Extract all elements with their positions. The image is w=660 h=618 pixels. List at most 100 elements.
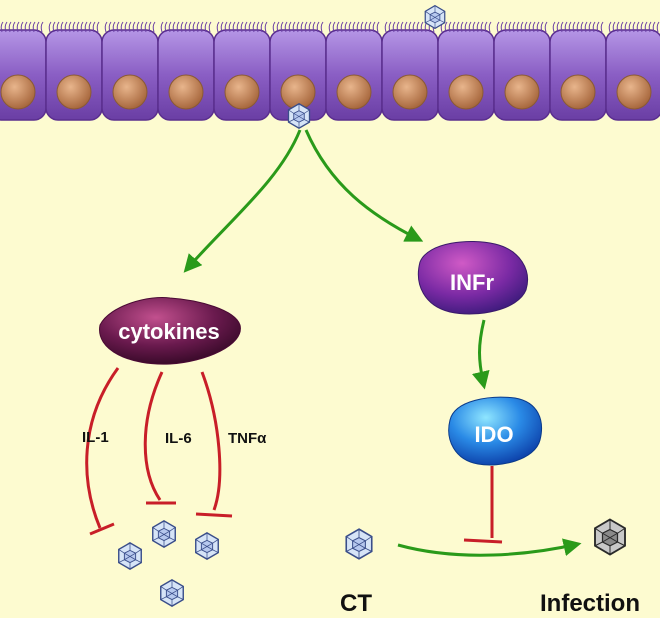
cilium [648,21,652,33]
arrow-ct-to-infection [397,538,582,557]
cilium [188,21,192,33]
cilium [552,21,556,33]
cilium [600,21,604,33]
cilium [408,21,412,33]
cilium [616,21,620,33]
virus-particle-icon [118,542,142,570]
il6-label: IL-6 [165,430,192,447]
cell-nucleus [168,74,204,110]
ct-label: CT [340,590,372,617]
cilium [460,21,464,33]
cilium [620,21,624,33]
cilium [216,21,220,33]
cilium [644,21,648,33]
cilium [400,21,404,33]
arrow-to-cytokines [183,129,302,273]
cilium [252,21,256,33]
cilium [448,21,452,33]
virus-particle-icon [424,5,446,29]
cilium [536,21,540,33]
cilium [124,21,128,33]
cilium [84,21,88,33]
cilium [92,21,96,33]
cilium [336,21,340,33]
cilium [352,21,356,33]
cilium [96,21,100,33]
cilium [72,21,76,33]
cilium [0,21,4,33]
cytokines-label: cytokines [118,319,220,344]
cilium [116,21,120,33]
cilium [500,21,504,33]
cilium [368,21,372,33]
cilium [120,21,124,33]
cilium [80,21,84,33]
cilium [148,21,152,33]
cilium [588,21,592,33]
cilium [624,21,628,33]
cell-nucleus [448,74,484,110]
cilium [108,21,112,33]
cilium [160,21,164,33]
cilium [16,21,20,33]
cilium [296,21,300,33]
cilium [204,21,208,33]
cilium [152,21,156,33]
cilium [520,21,524,33]
cilium [584,21,588,33]
cell-nucleus [56,74,92,110]
arrow-infr-to-ido [471,319,490,390]
cilium [384,21,388,33]
cilium [392,21,396,33]
cilium [104,21,108,33]
cilium [144,21,148,33]
cilium [256,21,260,33]
cilium [88,21,92,33]
cilium [564,21,568,33]
cilium [388,21,392,33]
cilium [340,21,344,33]
cilium [176,21,180,33]
inhibition-il6-line [143,371,164,501]
cilium [612,21,616,33]
cilium [496,21,500,33]
cilium [40,21,44,33]
cell-nucleus [112,74,148,110]
cilium [444,21,448,33]
cilium [404,21,408,33]
cilium [652,21,656,33]
cilium [488,21,492,33]
cilium [580,21,584,33]
cilium [360,21,364,33]
cilium [24,21,28,33]
cilium [60,21,64,33]
cilium [208,21,212,33]
cilium [572,21,576,33]
cilium [328,21,332,33]
cilium [376,21,380,33]
virus-particle-icon [195,532,219,560]
cilium [200,21,204,33]
cilium [480,21,484,33]
cilium [344,21,348,33]
cilium [76,21,80,33]
cilium [232,21,236,33]
virus-particle-icon [287,103,311,129]
cilium [56,21,60,33]
cilium [632,21,636,33]
cilium [396,21,400,33]
cilium [228,21,232,33]
cilium [472,21,476,33]
cilium [356,21,360,33]
tnf-label: TNFα [228,430,267,447]
inhibition-tnf-bar [195,512,233,518]
epithelial-cell-layer [0,21,660,121]
infr-node [417,240,528,315]
infection-particle-icon [594,518,626,556]
cilium [320,21,324,33]
cilium [560,21,564,33]
cilium [164,21,168,33]
cilium [412,21,416,33]
infr-label: INFr [450,270,494,295]
